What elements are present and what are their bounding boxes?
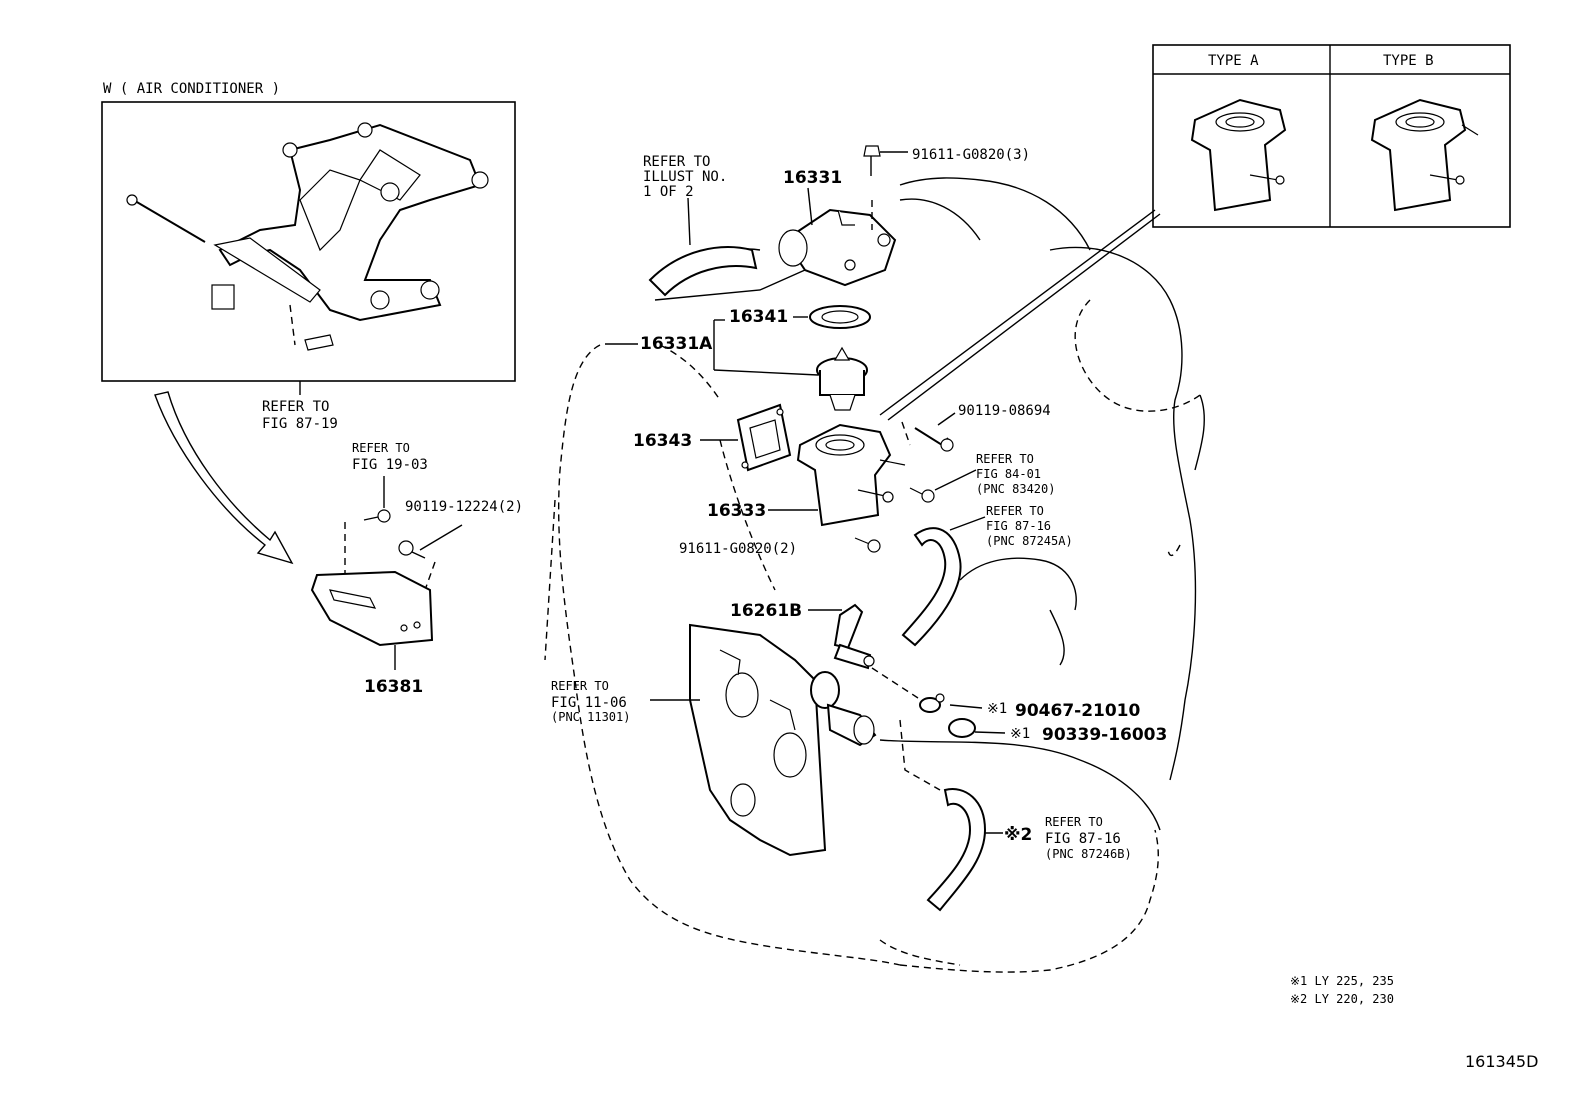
- type-b-housing-drawing: [1370, 98, 1479, 212]
- refer-19-03-line2: FIG 19-03: [352, 457, 428, 473]
- label-16331a: 16331A: [640, 334, 713, 354]
- type-a-housing-drawing: [1190, 98, 1287, 212]
- ac-bracket-drawing: [126, 122, 489, 322]
- mark-1b: ※1: [1010, 726, 1030, 742]
- bracket-16381: [310, 570, 434, 647]
- refer-illust-line3: 1 OF 2: [643, 184, 694, 200]
- refer-87-16a-line1: REFER TO: [986, 504, 1044, 518]
- timing-cover: [689, 623, 827, 857]
- refer-87-19-line2: FIG 87-19: [262, 416, 338, 432]
- gasket-16341: [809, 305, 871, 329]
- label-91611-g0820-3: 91611-G0820(3): [912, 147, 1030, 163]
- note-2: ※2 LY 220, 230: [1290, 992, 1394, 1006]
- mark-1a: ※1: [987, 701, 1007, 717]
- water-pump-outlet: [810, 671, 877, 747]
- label-16261b: 16261B: [730, 601, 802, 621]
- label-16381: 16381: [364, 677, 423, 697]
- refer-84-01-line1: REFER TO: [976, 452, 1034, 466]
- refer-87-16a-line3: (PNC 87245A): [986, 534, 1073, 548]
- refer-11-06-line3: (PNC 11301): [551, 710, 630, 724]
- bolt-90119-08694: [901, 412, 956, 452]
- hose-87246b: [926, 788, 987, 912]
- label-16341: 16341: [729, 307, 788, 327]
- refer-11-06-line1: REFER TO: [551, 679, 609, 693]
- note-1: ※1 LY 225, 235: [1290, 974, 1394, 988]
- gasket-16343: [736, 403, 792, 472]
- water-outlet-16331: [778, 208, 897, 287]
- refer-84-01-line3: (PNC 83420): [976, 482, 1055, 496]
- bolt-refer-84-01: [909, 469, 977, 503]
- label-16333: 16333: [707, 501, 766, 521]
- refer-87-16b-line1: REFER TO: [1045, 815, 1103, 829]
- upper-hose: [648, 246, 758, 297]
- refer-19-03-line1: REFER TO: [352, 441, 410, 455]
- inset-frame: [101, 101, 516, 382]
- bolt-91611-3: [863, 145, 908, 176]
- type-leader-2: [887, 213, 1161, 421]
- label-90119-08694: 90119-08694: [958, 403, 1051, 419]
- label-91611-g0820-2: 91611-G0820(2): [679, 541, 797, 557]
- refer-84-01-line2: FIG 84-01: [976, 467, 1041, 481]
- clamp-90467: [919, 693, 945, 713]
- inset-title: W ( AIR CONDITIONER ): [103, 81, 280, 97]
- bolt-refer-19-03: [363, 476, 391, 523]
- figure-id: 161345D: [1465, 1052, 1538, 1071]
- bypass-pipe-16261b: [833, 603, 875, 670]
- label-90467-21010: 90467-21010: [1015, 701, 1141, 721]
- refer-11-06-line2: FIG 11-06: [551, 695, 627, 711]
- refer-87-16b-line2: FIG 87-16: [1045, 831, 1121, 847]
- refer-illust-label: REFER TO ILLUST NO. 1 OF 2: [643, 154, 727, 246]
- plug-90339: [948, 718, 976, 738]
- bolt-90119-12224: [398, 524, 463, 559]
- mark-2: ※2: [1004, 825, 1032, 845]
- arrow-inset-to-bracket: [154, 391, 294, 565]
- water-inlet-housing-16333: [796, 423, 906, 527]
- refer-illust-line1: REFER TO: [643, 154, 710, 170]
- refer-illust-line2: ILLUST NO.: [643, 169, 727, 185]
- type-leader-1: [879, 209, 1156, 416]
- hose-87245a: [901, 527, 962, 647]
- thermostat: [816, 346, 868, 411]
- label-16343: 16343: [633, 431, 692, 451]
- label-16331: 16331: [783, 168, 842, 188]
- type-a-header: TYPE A: [1208, 53, 1259, 69]
- refer-87-16b-line3: (PNC 87246B): [1045, 847, 1132, 861]
- refer-87-16a-line2: FIG 87-16: [986, 519, 1051, 533]
- refer-87-19-line1: REFER TO: [262, 399, 329, 415]
- bolt-91611-2: [854, 537, 881, 553]
- inset-air-conditioner: W ( AIR CONDITIONER ) REFER TO FIG 87-19: [101, 81, 516, 432]
- type-b-header: TYPE B: [1383, 53, 1434, 69]
- label-90119-12224: 90119-12224(2): [405, 499, 523, 515]
- label-90339-16003: 90339-16003: [1042, 725, 1167, 745]
- type-table: TYPE A TYPE B: [1152, 44, 1511, 228]
